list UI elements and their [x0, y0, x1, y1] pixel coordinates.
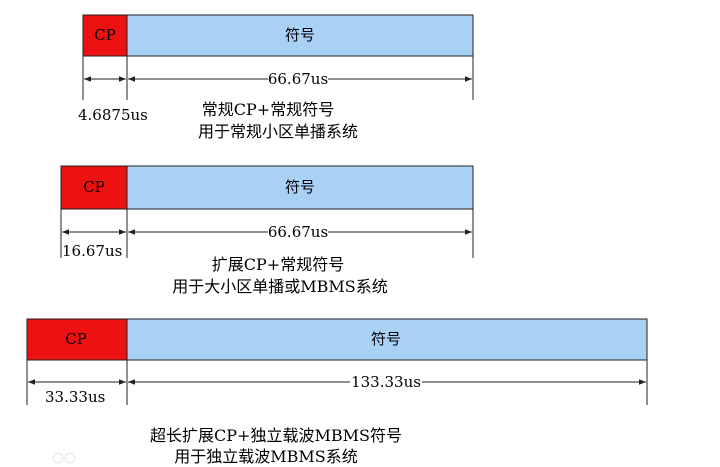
caption-line-1: 扩展CP+常规符号	[212, 255, 344, 274]
cp-block-label: CP	[94, 26, 116, 44]
symbol-block-label: 符号	[285, 26, 315, 44]
cp-block	[82, 14, 128, 57]
label-bg	[268, 223, 328, 241]
symbol-block	[126, 165, 474, 210]
cp-block-label: CP	[83, 178, 105, 196]
caption-line-1: 常规CP+常规符号	[202, 100, 334, 119]
caption-line-2: 用于独立载波MBMS系统	[174, 447, 358, 466]
symbol-duration: 66.67us	[268, 70, 328, 88]
cp-block	[60, 165, 128, 210]
cp-block-label: CP	[65, 330, 87, 348]
caption-line-1: 超长扩展CP+独立载波MBMS符号	[150, 426, 402, 445]
cp-duration: 33.33us	[45, 388, 105, 406]
symbol-duration: 66.67us	[268, 223, 328, 241]
symbol-block	[126, 14, 474, 57]
row-normal-cp: CP 符号 66.67us 4.6875us 常规CP+常规符号 用于常规小区单…	[78, 14, 474, 141]
symbol-block-label: 符号	[371, 330, 401, 348]
caption-line-2: 用于常规小区单播系统	[198, 122, 358, 141]
cp-duration: 4.6875us	[78, 106, 148, 124]
symbol-block	[126, 318, 648, 361]
caption-line-2: 用于大小区单播或MBMS系统	[172, 277, 388, 296]
symbol-duration: 133.33us	[351, 373, 421, 391]
label-bg	[268, 70, 328, 88]
decorative-loops-icon	[52, 452, 76, 464]
label-bg	[350, 373, 422, 391]
row-extended-cp: CP 符号 66.67us 16.67us 扩展CP+常规符号 用于大小区单播或…	[60, 165, 474, 296]
symbol-block-label: 符号	[285, 178, 315, 196]
cp-block	[26, 318, 128, 361]
cp-duration: 16.67us	[62, 242, 122, 260]
row-long-extended-cp: CP 符号 133.33us 33.33us 超长扩展CP+独立载波MBMS符号…	[26, 318, 648, 466]
